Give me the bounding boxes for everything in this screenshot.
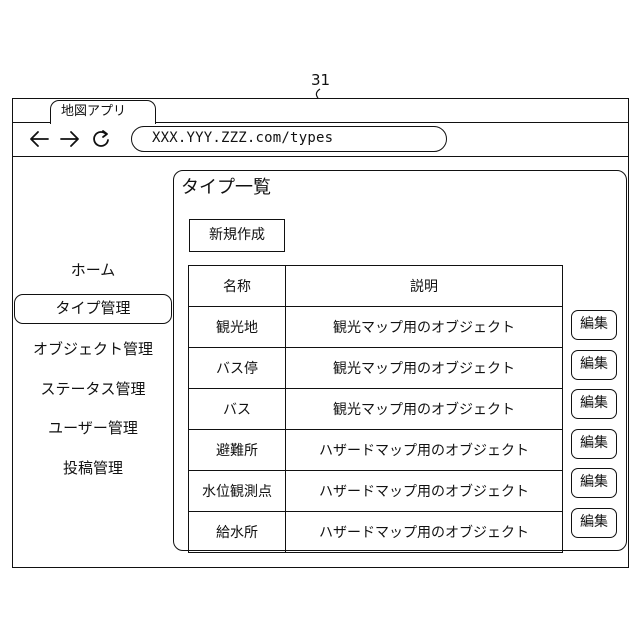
edit-button-row-4[interactable]: 編集	[571, 429, 617, 459]
cell-type-name: バス停	[189, 348, 286, 389]
table-row: 避難所 ハザードマップ用のオブジェクト	[189, 430, 563, 471]
sidebar-item-user-management[interactable]: ユーザー管理	[14, 413, 172, 443]
sidebar-item-object-management[interactable]: オブジェクト管理	[14, 334, 172, 364]
table-row: バス 観光マップ用のオブジェクト	[189, 389, 563, 430]
browser-tab[interactable]: 地図アプリ	[50, 100, 156, 124]
page-title: タイプ一覧	[181, 175, 271, 201]
edit-button-row-3[interactable]: 編集	[571, 389, 617, 419]
forward-button[interactable]	[58, 127, 82, 151]
arrow-left-icon	[28, 129, 50, 149]
cell-type-name: 観光地	[189, 307, 286, 348]
edit-button-row-6[interactable]: 編集	[571, 508, 617, 538]
cell-type-name: バス	[189, 389, 286, 430]
cell-type-name: 避難所	[189, 430, 286, 471]
table-row: バス停 観光マップ用のオブジェクト	[189, 348, 563, 389]
table-header-row: 名称 説明	[189, 266, 563, 307]
cell-type-description: ハザードマップ用のオブジェクト	[286, 430, 563, 471]
cell-type-description: ハザードマップ用のオブジェクト	[286, 471, 563, 512]
column-header-name: 名称	[189, 266, 286, 307]
sidebar-item-post-management[interactable]: 投稿管理	[14, 453, 172, 483]
cell-type-description: 観光マップ用のオブジェクト	[286, 348, 563, 389]
type-table: 名称 説明 観光地 観光マップ用のオブジェクト バス停 観光マップ用のオブジェク…	[188, 265, 563, 553]
sidebar-item-home[interactable]: ホーム	[14, 255, 172, 285]
reference-numeral-window: 31	[311, 72, 330, 88]
arrow-right-icon	[59, 129, 81, 149]
cell-type-description: 観光マップ用のオブジェクト	[286, 307, 563, 348]
url-field[interactable]: XXX.YYY.ZZZ.com/types	[131, 126, 447, 152]
table-row: 給水所 ハザードマップ用のオブジェクト	[189, 512, 563, 553]
edit-button-row-1[interactable]: 編集	[571, 310, 617, 340]
reload-icon	[90, 128, 112, 150]
cell-type-name: 水位観測点	[189, 471, 286, 512]
new-type-button[interactable]: 新規作成	[189, 219, 285, 252]
address-bar-divider	[12, 156, 629, 157]
edit-button-row-2[interactable]: 編集	[571, 350, 617, 380]
cell-type-description: ハザードマップ用のオブジェクト	[286, 512, 563, 553]
sidebar-item-type-management[interactable]: タイプ管理	[14, 294, 172, 324]
reload-button[interactable]	[89, 127, 113, 151]
edit-button-row-5[interactable]: 編集	[571, 468, 617, 498]
cell-type-description: 観光マップ用のオブジェクト	[286, 389, 563, 430]
back-button[interactable]	[27, 127, 51, 151]
sidebar-item-status-management[interactable]: ステータス管理	[14, 374, 172, 404]
column-header-description: 説明	[286, 266, 563, 307]
table-row: 観光地 観光マップ用のオブジェクト	[189, 307, 563, 348]
table-row: 水位観測点 ハザードマップ用のオブジェクト	[189, 471, 563, 512]
cell-type-name: 給水所	[189, 512, 286, 553]
